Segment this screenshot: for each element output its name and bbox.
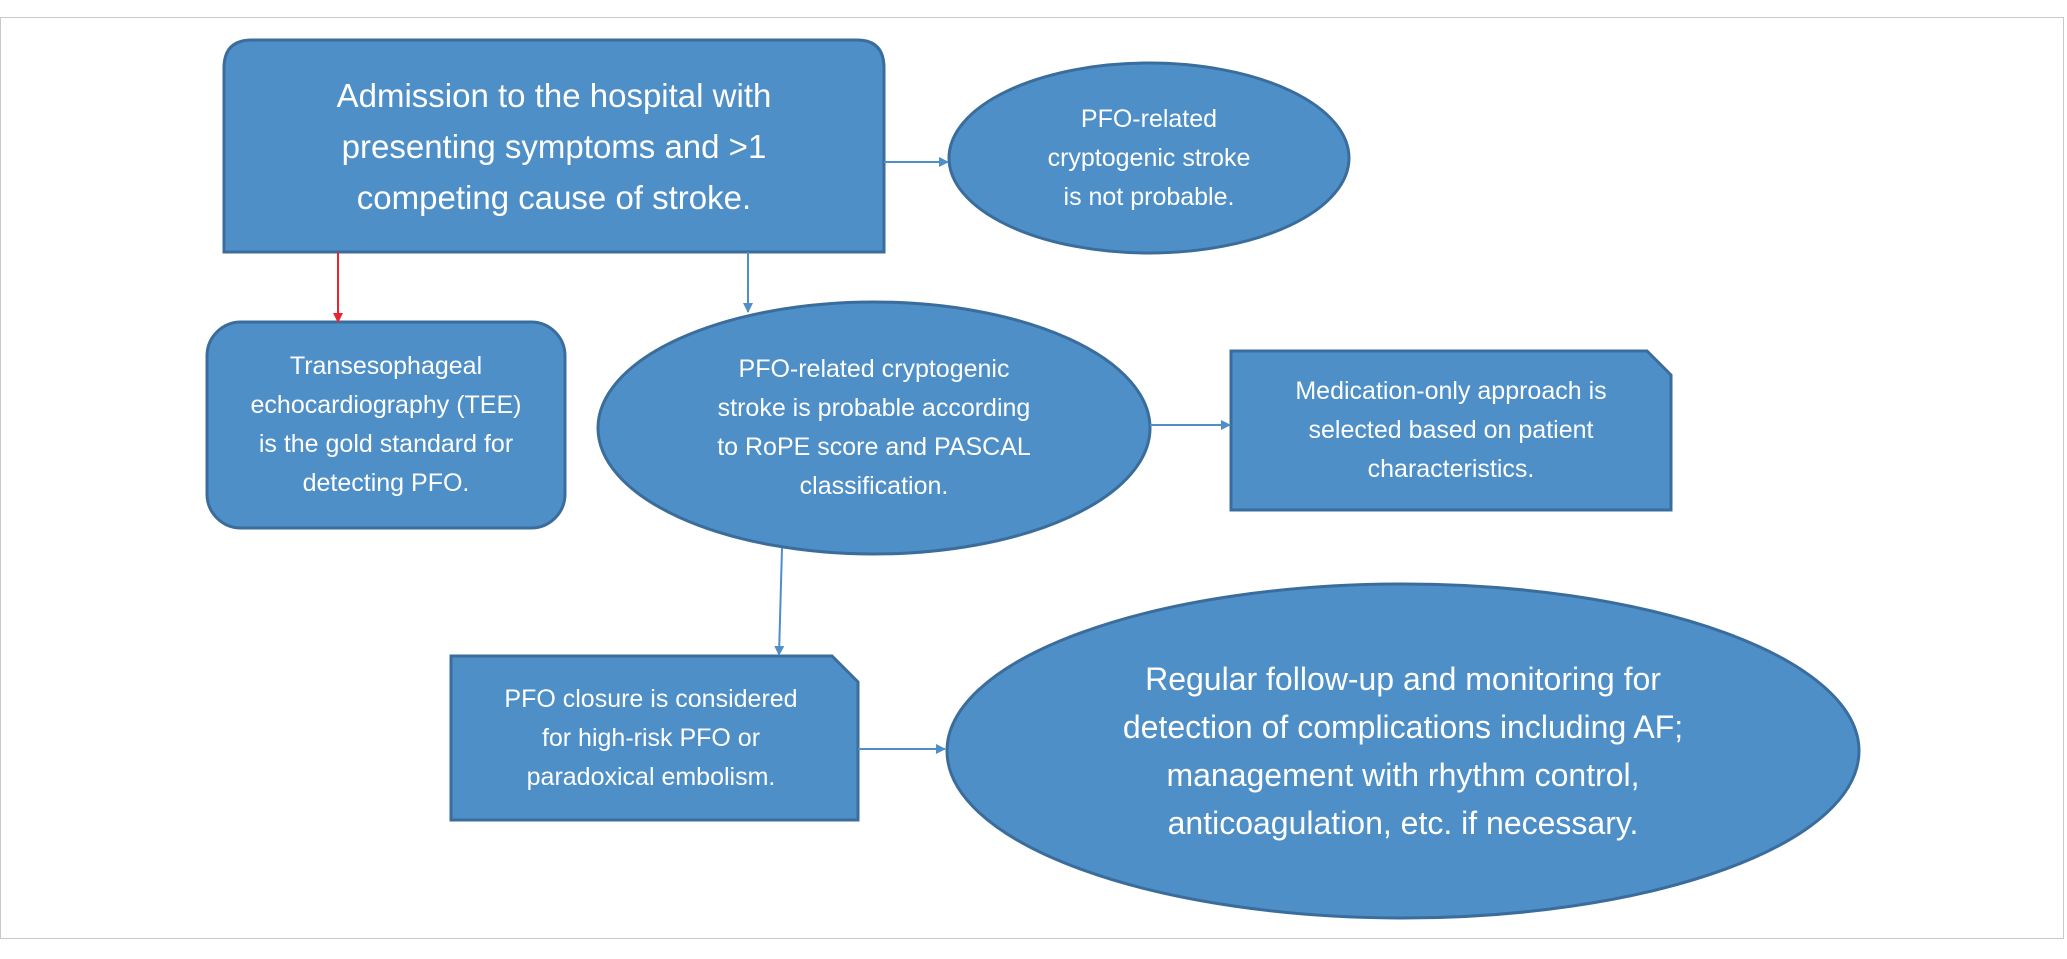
closure-box <box>449 654 860 822</box>
diagram-frame <box>0 17 2064 939</box>
tee-box <box>205 320 567 530</box>
tee-label: Transesophageal echocardiography (TEE) i… <box>250 352 522 497</box>
followup-label: Regular follow-up and monitoring for det… <box>1122 661 1684 841</box>
closure-label: PFO closure is considered for high-risk … <box>504 684 798 791</box>
followup-ellipse <box>945 582 1861 920</box>
medication-box <box>1229 349 1673 512</box>
probable-ellipse <box>596 300 1152 556</box>
not-probable-label: PFO-related cryptogenic stroke is not pr… <box>1047 104 1251 211</box>
probable-label: PFO-related cryptogenic stroke is probab… <box>717 355 1031 500</box>
admission-label: Admission to the hospital with presentin… <box>336 76 772 216</box>
arrow-probable-to-closure <box>774 547 785 656</box>
admission-box <box>222 38 886 254</box>
not-probable-ellipse <box>947 61 1351 255</box>
medication-label: Medication-only approach is selected bas… <box>1295 377 1607 483</box>
